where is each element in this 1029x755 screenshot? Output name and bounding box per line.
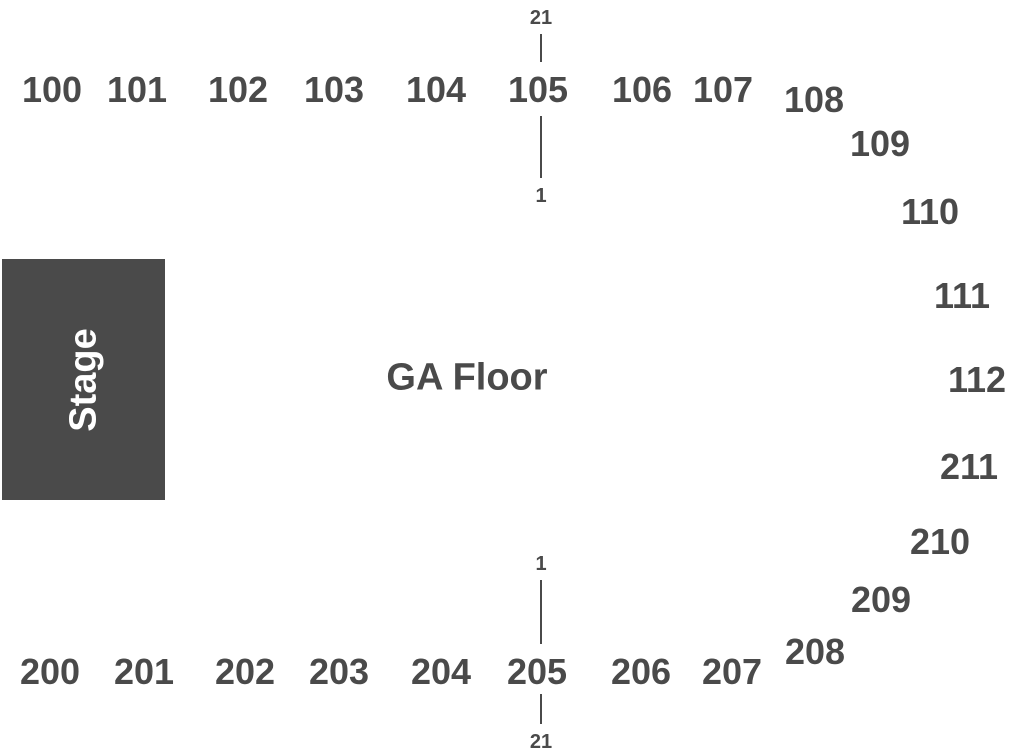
section-109[interactable]: 109: [849, 123, 911, 164]
section-204[interactable]: 204: [410, 651, 472, 692]
row-105-top-number: 21: [529, 7, 553, 29]
section-208[interactable]: 208: [784, 631, 846, 672]
section-104[interactable]: 104: [405, 69, 467, 110]
section-103[interactable]: 103: [303, 69, 365, 110]
row-205-bottom-line: [540, 694, 542, 724]
section-107[interactable]: 107: [692, 69, 754, 110]
row-205-bottom-number: 21: [529, 731, 553, 753]
section-111[interactable]: 111: [933, 275, 991, 316]
section-108[interactable]: 108: [783, 79, 845, 120]
row-205-top-line: [540, 580, 542, 644]
section-110[interactable]: 110: [900, 191, 960, 232]
section-100[interactable]: 100: [21, 69, 83, 110]
section-209[interactable]: 209: [850, 579, 912, 620]
section-202[interactable]: 202: [214, 651, 276, 692]
row-105-bottom-number: 1: [535, 185, 547, 207]
section-210[interactable]: 210: [909, 521, 971, 562]
section-105[interactable]: 105: [507, 69, 569, 110]
stage-label: Stage: [62, 327, 104, 432]
ga-floor-label[interactable]: GA Floor: [386, 356, 548, 399]
section-206[interactable]: 206: [610, 651, 672, 692]
row-105-top-line: [540, 34, 542, 62]
section-201[interactable]: 201: [113, 651, 175, 692]
section-205[interactable]: 205: [506, 651, 568, 692]
section-101[interactable]: 101: [106, 69, 168, 110]
section-106[interactable]: 106: [611, 69, 673, 110]
section-102[interactable]: 102: [207, 69, 269, 110]
section-207[interactable]: 207: [701, 651, 763, 692]
stage: Stage: [2, 259, 165, 500]
section-112[interactable]: 112: [947, 359, 1007, 400]
section-200[interactable]: 200: [19, 651, 81, 692]
row-205-top-number: 1: [535, 553, 547, 575]
section-211[interactable]: 211: [939, 446, 999, 487]
row-105-bottom-line: [540, 116, 542, 178]
section-203[interactable]: 203: [308, 651, 370, 692]
